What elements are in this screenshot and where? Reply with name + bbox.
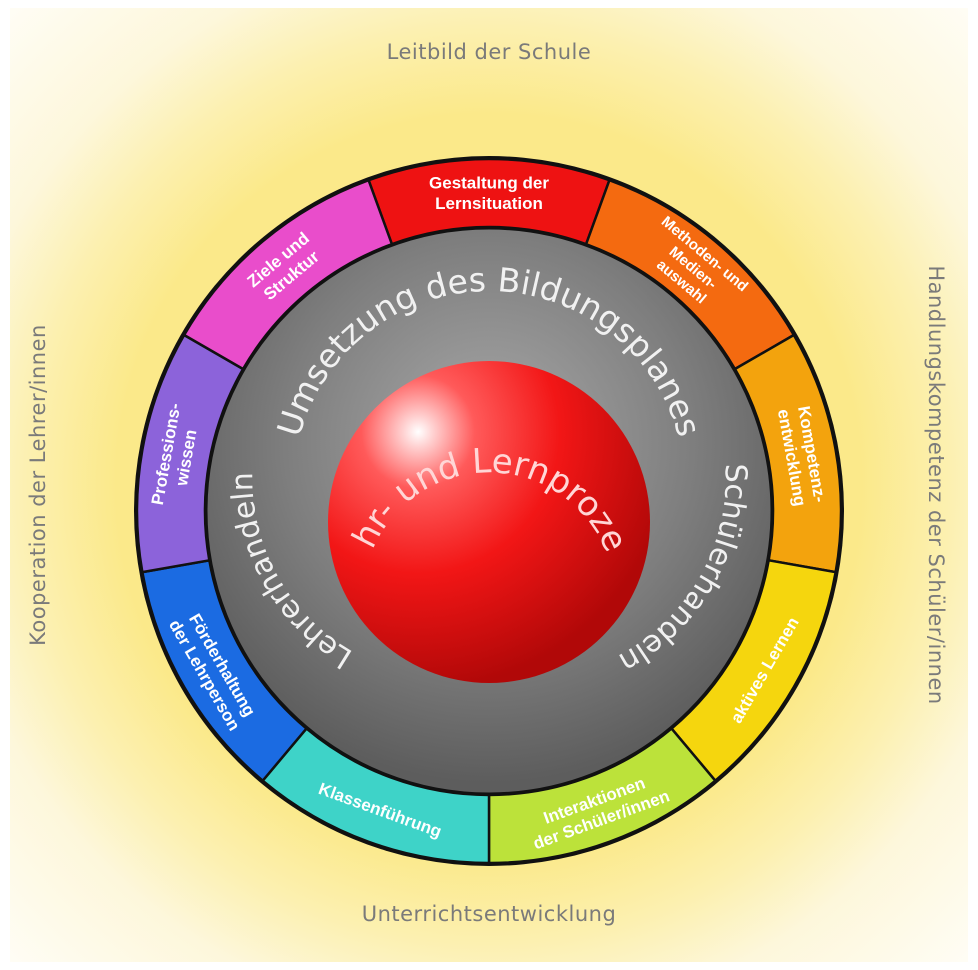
edge-label-bottom: Unterrichtsentwicklung [361, 902, 617, 926]
edge-label-top: Leitbild der Schule [386, 40, 592, 64]
center-sphere [328, 361, 650, 683]
